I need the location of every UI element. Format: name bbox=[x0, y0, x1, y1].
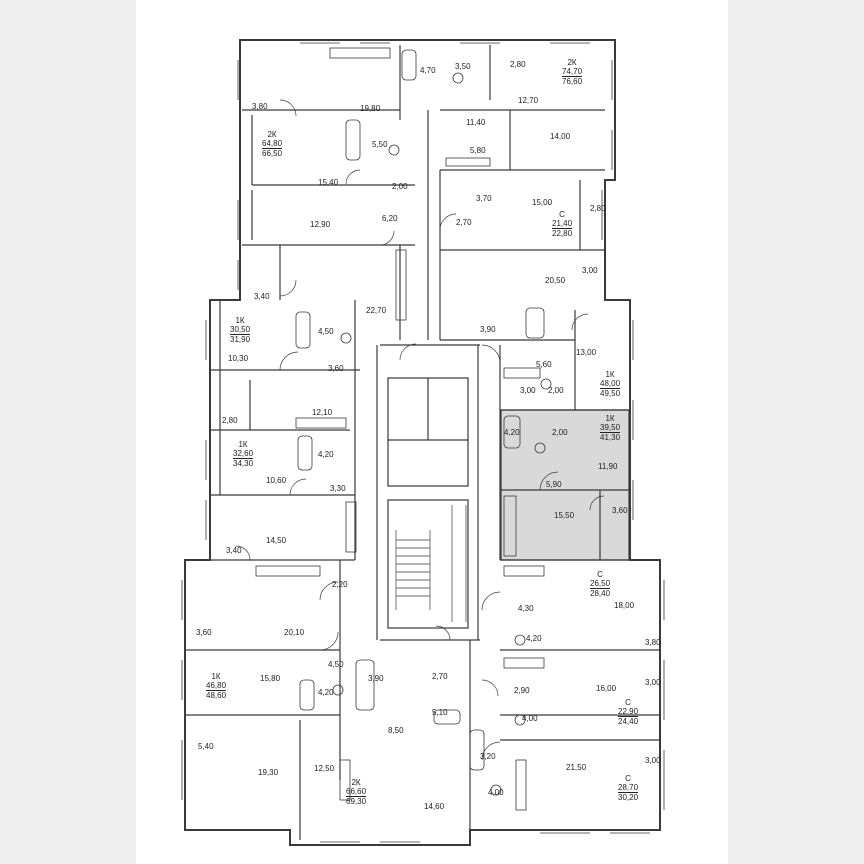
bathroom-fixtures bbox=[295, 49, 552, 796]
window-marks bbox=[181, 42, 665, 843]
room-area: 5,10 bbox=[432, 708, 448, 717]
room-area: 3,30 bbox=[330, 484, 346, 493]
room-area: 4,70 bbox=[420, 66, 436, 75]
room-area: 5,50 bbox=[372, 140, 388, 149]
room-area: 2,00 bbox=[392, 182, 408, 191]
room-area: 19,80 bbox=[360, 104, 381, 113]
room-area: 22,70 bbox=[366, 306, 387, 315]
room-area: 3,60 bbox=[612, 506, 628, 515]
room-area: 12,70 bbox=[518, 96, 539, 105]
room-area: 3,00 bbox=[645, 756, 661, 765]
room-area: 4,20 bbox=[318, 450, 334, 459]
room-area: 3,20 bbox=[480, 752, 496, 761]
room-area: 3,80 bbox=[252, 102, 268, 111]
room-area: 5,90 bbox=[546, 480, 562, 489]
room-area: 21,50 bbox=[566, 763, 587, 772]
left-partitions bbox=[185, 45, 415, 840]
room-area: 4,00 bbox=[522, 714, 538, 723]
room-area: 4,20 bbox=[504, 428, 520, 437]
room-area: 3,00 bbox=[520, 386, 536, 395]
room-area: 5,80 bbox=[470, 146, 486, 155]
room-area: 20,50 bbox=[545, 276, 566, 285]
room-area: 8,50 bbox=[388, 726, 404, 735]
room-area: 5,40 bbox=[198, 742, 214, 751]
room-area: 4,20 bbox=[318, 688, 334, 697]
room-area: 12,90 bbox=[310, 220, 331, 229]
room-area: 2,90 bbox=[514, 686, 530, 695]
stair-core bbox=[387, 499, 469, 629]
room-area: 13,00 bbox=[576, 348, 597, 357]
room-area: 2,70 bbox=[456, 218, 472, 227]
corridor-walls bbox=[376, 110, 480, 830]
room-area: 3,40 bbox=[254, 292, 270, 301]
room-area: 15,40 bbox=[318, 178, 339, 187]
room-area: 4,50 bbox=[328, 660, 344, 669]
room-area: 18,00 bbox=[614, 601, 635, 610]
room-area: 3,50 bbox=[455, 62, 471, 71]
room-area: 4,30 bbox=[518, 604, 534, 613]
room-area: 2,80 bbox=[590, 204, 606, 213]
room-area: 2,00 bbox=[552, 428, 568, 437]
room-area: 15,50 bbox=[554, 511, 575, 520]
room-area: 2,80 bbox=[222, 416, 238, 425]
stair-treads bbox=[395, 505, 467, 622]
room-area: 16,00 bbox=[596, 684, 617, 693]
room-area: 3,90 bbox=[480, 325, 496, 334]
room-area: 11,90 bbox=[598, 462, 618, 471]
room-area: 4,20 bbox=[526, 634, 542, 643]
room-area: 5,60 bbox=[536, 360, 552, 369]
room-area: 11,40 bbox=[466, 118, 486, 127]
kitchen-counters bbox=[255, 47, 545, 811]
right-partitions bbox=[440, 45, 660, 741]
room-area: 19,30 bbox=[258, 768, 279, 777]
highlighted-apartment bbox=[500, 409, 630, 561]
room-area: 6,20 bbox=[382, 214, 398, 223]
room-area: 2,20 bbox=[332, 580, 348, 589]
room-area: 3,70 bbox=[476, 194, 492, 203]
room-area: 4,00 bbox=[488, 788, 504, 797]
building-outline bbox=[184, 39, 661, 846]
room-area: 14,00 bbox=[550, 132, 571, 141]
room-area: 3,90 bbox=[368, 674, 384, 683]
room-area: 10,60 bbox=[266, 476, 287, 485]
room-area: 3,00 bbox=[645, 678, 661, 687]
room-area: 2,70 bbox=[432, 672, 448, 681]
room-area: 2,80 bbox=[510, 60, 526, 69]
room-area: 15,00 bbox=[532, 198, 553, 207]
room-area: 3,40 bbox=[226, 546, 242, 555]
room-area: 3,80 bbox=[645, 638, 661, 647]
door-swings bbox=[235, 99, 605, 761]
room-area: 4,50 bbox=[318, 327, 334, 336]
room-area: 14,60 bbox=[424, 802, 445, 811]
room-area: 3,60 bbox=[196, 628, 212, 637]
room-area: 20,10 bbox=[284, 628, 305, 637]
room-area: 3,00 bbox=[582, 266, 598, 275]
room-area: 10,30 bbox=[228, 354, 249, 363]
room-area: 14,50 bbox=[266, 536, 287, 545]
room-area: 15,80 bbox=[260, 674, 281, 683]
room-area: 3,60 bbox=[328, 364, 344, 373]
room-area: 2,00 bbox=[548, 386, 564, 395]
room-area: 12,10 bbox=[312, 408, 333, 417]
room-area: 12,50 bbox=[314, 764, 335, 773]
